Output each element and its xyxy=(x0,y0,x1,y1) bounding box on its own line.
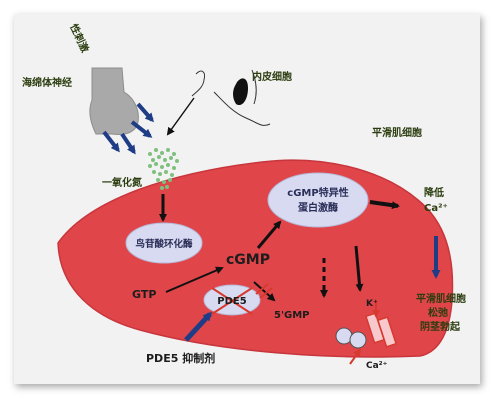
label-relax-line3: 阴茎勃起 xyxy=(420,320,461,333)
label-cgmp: cGMP xyxy=(226,252,270,268)
label-penis-dorsal-nerve: 海绵体神经 xyxy=(22,76,72,89)
label-pde5: PDE5 xyxy=(217,296,246,307)
label-endothelial-cell: 内皮细胞 xyxy=(252,70,292,83)
label-potassium: K⁺ xyxy=(366,299,378,309)
label-lower-ca-line1: 降低 xyxy=(424,186,444,199)
label-5gmp: 5'GMP xyxy=(274,310,310,321)
label-gtp: GTP xyxy=(132,288,156,301)
label-pkg-line1: cGMP特异性 xyxy=(287,186,348,199)
label-lower-ca-line2: Ca²⁺ xyxy=(424,203,448,214)
label-calcium: Ca²⁺ xyxy=(366,361,388,371)
inhibit-mark-cgmp xyxy=(255,283,273,299)
nitric-oxide-dots xyxy=(148,148,179,190)
nerve-terminal xyxy=(89,67,154,155)
label-relax-line2: 松弛 xyxy=(428,306,448,319)
pkg-ellipse xyxy=(267,172,369,228)
ion-channels xyxy=(335,300,398,365)
label-guanylate-cyclase: 鸟苷酸环化酶 xyxy=(135,238,193,250)
label-pkg-line2: 蛋白激酶 xyxy=(298,201,338,214)
label-pde5-inhibitor: PDE5 抑制剂 xyxy=(146,351,215,365)
guanylate-cyclase-ellipse xyxy=(125,222,203,264)
pde5-cross xyxy=(211,287,253,315)
label-relax-line1: 平滑肌细胞 xyxy=(416,292,466,305)
label-smooth-muscle-cell: 平滑肌细胞 xyxy=(372,126,422,139)
label-nerve-ending: 性刺激 xyxy=(67,21,92,55)
endothelial-cell-sketch xyxy=(166,69,271,136)
label-nitric-oxide: 一氧化氮 xyxy=(102,176,142,189)
